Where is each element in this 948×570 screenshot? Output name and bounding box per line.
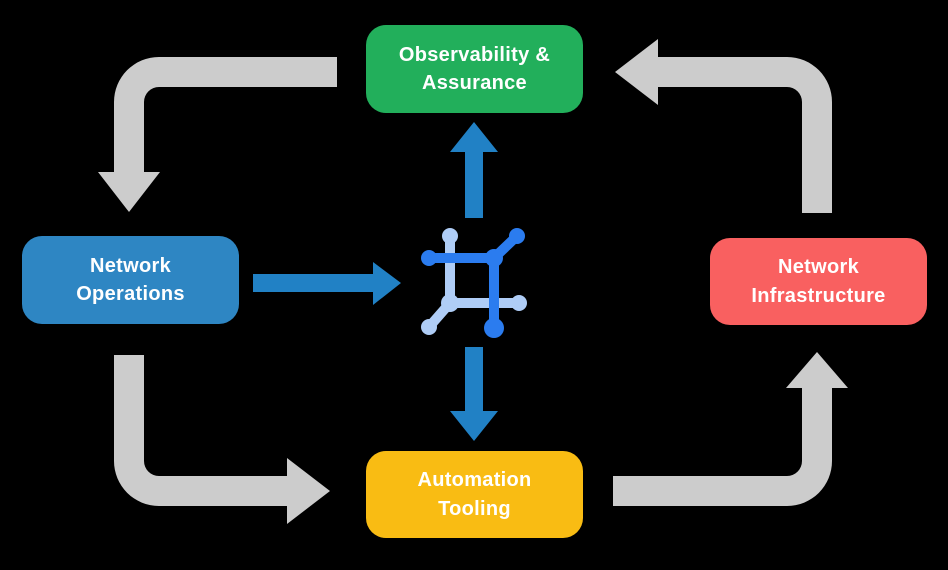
icon-node-dot (509, 228, 525, 244)
arrow-network-operations-to-core (253, 262, 401, 305)
icon-node-dot (442, 228, 458, 244)
node-label: Observability & Assurance (398, 43, 551, 94)
node-label: Automation Tooling (417, 469, 532, 520)
arrow-automation-to-infrastructure (613, 352, 848, 506)
node-label: Network Operations (76, 254, 185, 305)
arrow-network-operations-to-automation (114, 355, 330, 524)
icon-dark-branch (424, 231, 522, 263)
node-observability-assurance: Observability & Assurance (366, 25, 583, 113)
arrow-infrastructure-to-observability (615, 39, 832, 213)
icon-node-dot (441, 294, 459, 312)
network-automation-icon (421, 228, 527, 338)
arrow-core-to-observability (450, 122, 498, 218)
icon-light-branch (424, 231, 455, 332)
icon-node-dot (421, 319, 437, 335)
icon-node-dot (484, 318, 504, 338)
icon-node-dot (421, 250, 437, 266)
icon-node-dot (485, 249, 503, 267)
node-automation-tooling: Automation Tooling (366, 451, 583, 538)
node-label: Network Infrastructure (751, 256, 886, 307)
arrow-observability-to-network-operations (98, 57, 337, 212)
node-network-infrastructure: Network Infrastructure (710, 238, 927, 325)
node-network-operations: Network Operations (22, 236, 239, 324)
arrow-core-to-automation (450, 347, 498, 441)
icon-node-dot (511, 295, 527, 311)
